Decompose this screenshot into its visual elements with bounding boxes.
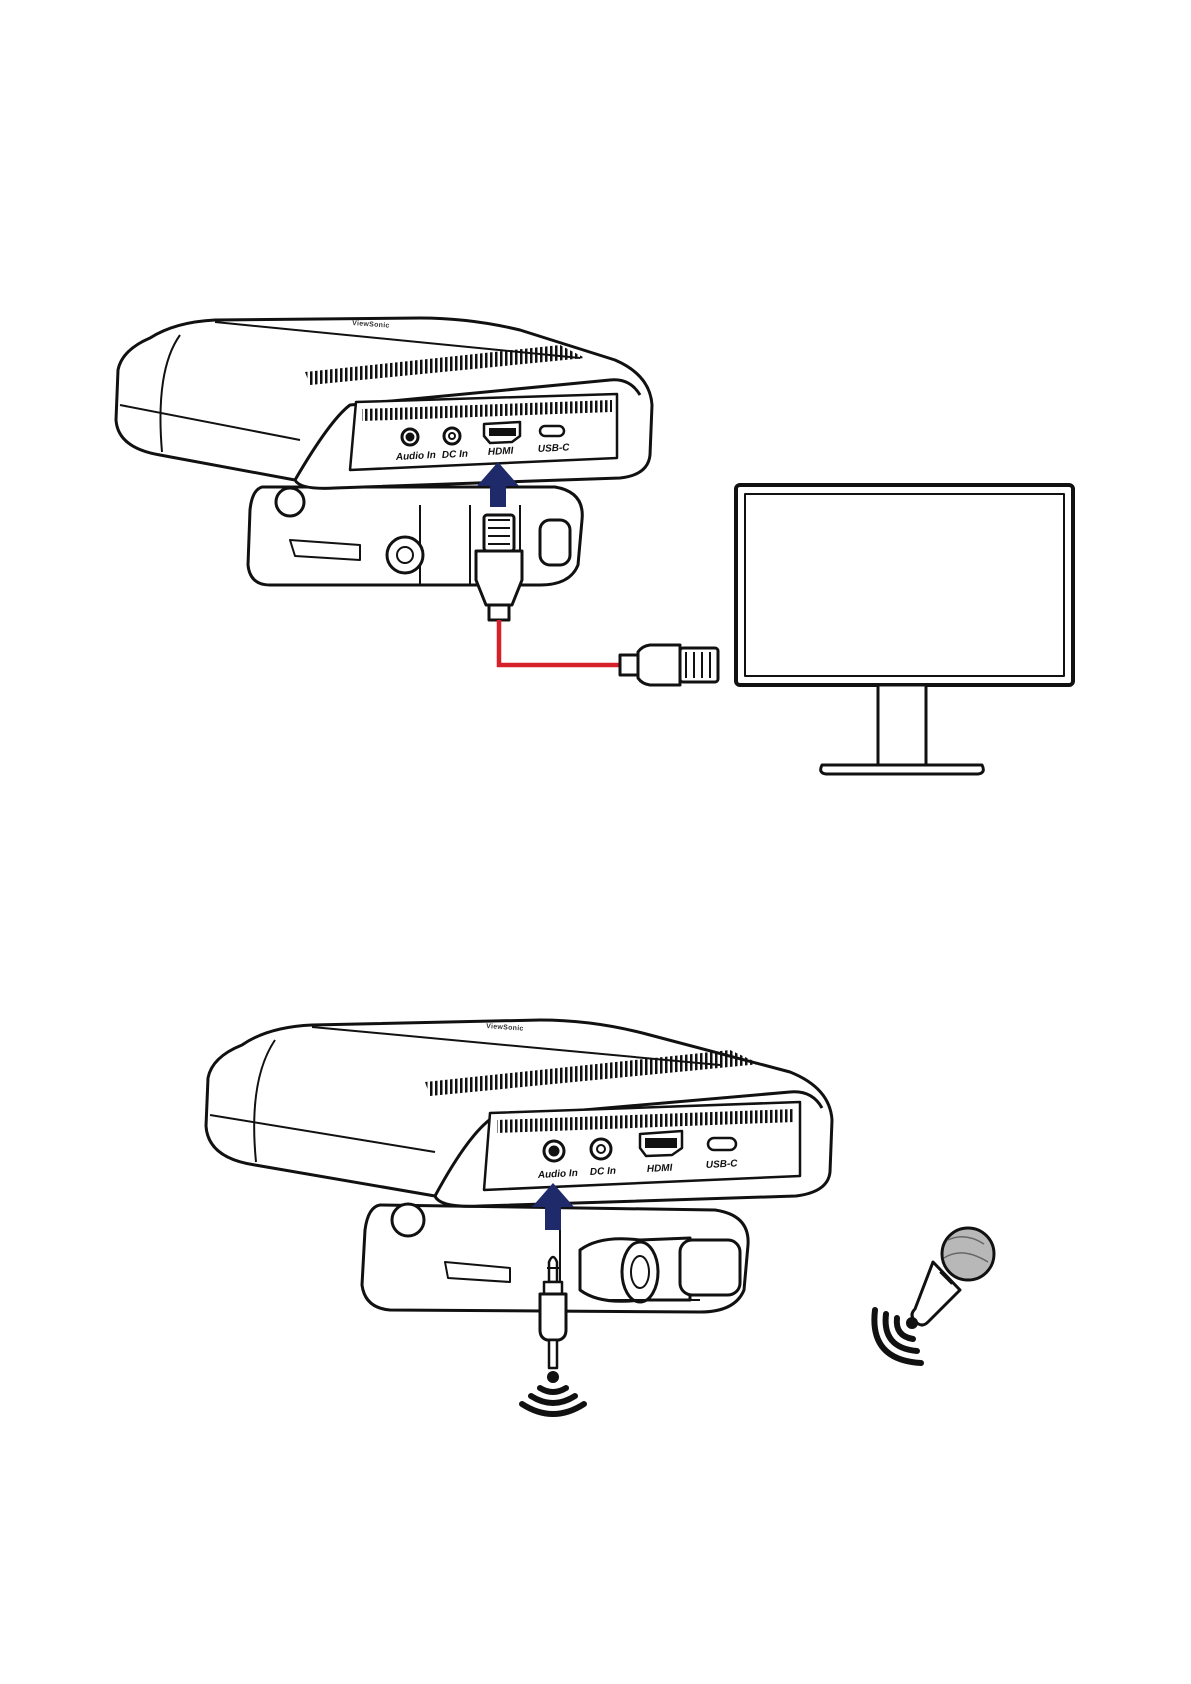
port-label-audio-in: Audio In bbox=[395, 450, 437, 463]
figure-audio-connection: ViewSonic Audio In DC In HDMI USB-C bbox=[206, 1020, 994, 1414]
figure-hdmi-connection: ViewSonic Audio In DC In HDMI USB-C bbox=[116, 318, 1073, 774]
hdmi-connector-monitor-end bbox=[620, 645, 718, 685]
microphone-icon bbox=[912, 1228, 994, 1325]
hdmi-cable bbox=[499, 620, 620, 665]
projector-device-2: ViewSonic bbox=[206, 1020, 832, 1312]
projector-device: ViewSonic bbox=[116, 318, 652, 585]
usbc-port-2 bbox=[708, 1138, 736, 1150]
port-label-usbc-2: USB-C bbox=[706, 1158, 739, 1171]
monitor-screen bbox=[745, 494, 1064, 676]
port-label-usbc: USB-C bbox=[538, 442, 571, 455]
hdmi-connector-icon bbox=[476, 515, 522, 620]
monitor-stand-base bbox=[821, 765, 984, 774]
monitor-icon bbox=[736, 485, 1073, 774]
usbc-port bbox=[540, 426, 564, 436]
port-label-hdmi: HDMI bbox=[488, 446, 514, 458]
port-label-audio-in-2: Audio In bbox=[537, 1168, 579, 1181]
microphone-signal-icon bbox=[874, 1310, 921, 1363]
wireless-signal-icon bbox=[522, 1371, 584, 1414]
monitor-stand-neck bbox=[878, 685, 926, 765]
port-label-dc-in-2: DC In bbox=[590, 1166, 617, 1178]
port-label-hdmi-2: HDMI bbox=[647, 1163, 673, 1175]
port-label-dc-in: DC In bbox=[442, 449, 469, 461]
